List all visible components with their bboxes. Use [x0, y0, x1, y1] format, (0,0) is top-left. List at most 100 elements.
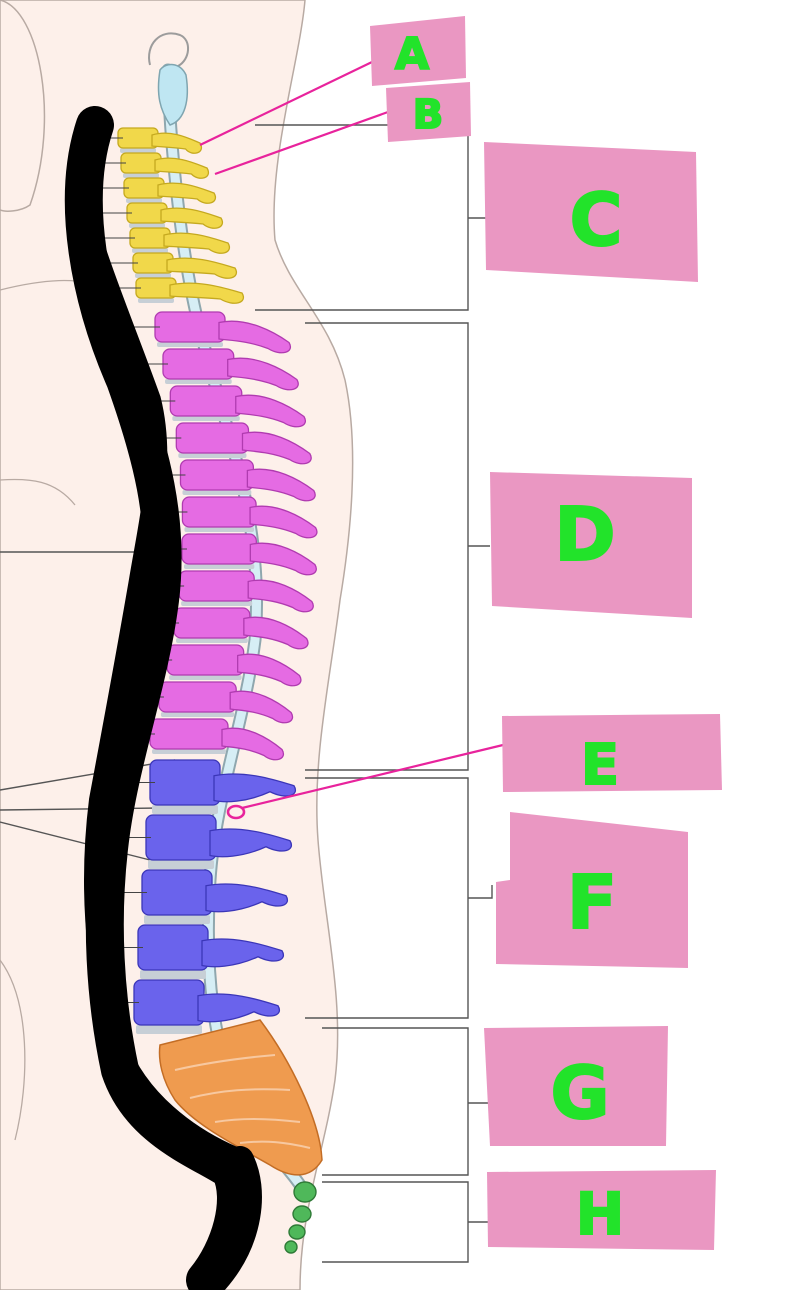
intervertebral-disc — [126, 198, 162, 203]
thoracic-spinous-process — [241, 431, 312, 465]
thoracic-vertebra-body — [149, 718, 229, 750]
label-box-d — [490, 472, 692, 618]
thoracic-spinous-process — [246, 468, 316, 502]
thoracic-vertebra-body — [166, 644, 245, 676]
arm-outline — [0, 478, 76, 506]
coccyx-segment — [284, 1240, 298, 1254]
lumbar-spinous-process — [209, 828, 292, 858]
vertebral-column — [117, 127, 318, 1034]
sacral-ridge — [174, 1054, 276, 1071]
coccyx-segment — [292, 1205, 312, 1223]
cervical-spinous-process — [157, 182, 217, 204]
sacral-ridge — [214, 1118, 301, 1123]
label-boxes — [370, 16, 722, 1250]
intervertebral-disc — [135, 273, 171, 278]
intervertebral-disc — [152, 749, 226, 754]
intervertebral-disc — [157, 342, 223, 347]
pointer-a — [199, 61, 373, 146]
thoracic-spinous-process — [249, 542, 317, 576]
lumbar-spinous-process — [205, 883, 288, 913]
thoracic-vertebra-body — [154, 311, 226, 343]
bracket-lumbar — [305, 777, 493, 1019]
intervertebral-disc — [144, 915, 210, 924]
thoracic-vertebra-body — [169, 385, 243, 417]
label-e: E — [581, 733, 619, 798]
intervertebral-disc — [164, 379, 232, 384]
lumbar-vertebra-body — [149, 759, 221, 806]
pointer-e — [241, 743, 504, 810]
redaction-scribble — [201, 1146, 262, 1290]
label-b: B — [413, 92, 444, 138]
lumbar-vertebra-body — [141, 869, 213, 916]
label-g: G — [550, 1051, 609, 1135]
intervertebral-disc — [182, 490, 252, 495]
intervertebral-disc — [123, 173, 159, 178]
coccyx-segment — [293, 1181, 317, 1203]
intervertebral-disc — [181, 601, 253, 606]
thoracic-vertebra-body — [162, 348, 235, 380]
pointer-lines — [199, 61, 504, 820]
lumbar-vertebra-body — [145, 814, 217, 861]
sacrum — [158, 1019, 323, 1176]
label-box-c — [484, 142, 698, 282]
cervical-spinous-process — [160, 207, 224, 229]
intervertebral-disc — [184, 527, 255, 532]
coccyx — [284, 1181, 317, 1254]
sacral-ridge — [189, 1088, 291, 1099]
intervertebral-disc — [148, 860, 214, 869]
bracket-thoracic — [305, 322, 490, 771]
thoracic-vertebra-body — [173, 607, 251, 639]
lumbar-spinous-process — [213, 773, 296, 803]
intervertebral-disc — [183, 564, 255, 569]
thoracic-vertebra-body — [179, 459, 255, 491]
label-f: F — [567, 860, 618, 946]
label-d: D — [554, 492, 615, 578]
pointer-b — [214, 110, 389, 176]
intervertebral-disc — [169, 675, 242, 680]
lumbar-vertebra-body — [133, 979, 205, 1026]
bracket-coccygeal — [322, 1181, 490, 1263]
intervertebral-disc — [152, 805, 218, 814]
bracket-sacral — [322, 1027, 490, 1176]
coccyx-segment — [288, 1224, 306, 1240]
intervertebral-disc — [140, 970, 206, 979]
intervertebral-disc — [178, 453, 247, 458]
label-box-e — [502, 714, 722, 792]
intervertebral-disc — [160, 712, 235, 717]
cervical-spinous-process — [169, 282, 244, 304]
brainstem — [157, 63, 189, 126]
sacral-ridge — [239, 1140, 311, 1149]
intervertebral-disc — [136, 1025, 202, 1034]
label-box-h — [487, 1170, 716, 1250]
thoracic-spinous-process — [235, 394, 306, 428]
label-h: H — [576, 1180, 625, 1248]
thoracic-vertebra-body — [175, 422, 250, 454]
redaction-scribble — [64, 106, 255, 1290]
hip-outline — [0, 959, 26, 1141]
pointer-e-circle — [226, 804, 246, 820]
intervertebral-disc — [129, 223, 165, 228]
label-box-a — [370, 16, 466, 86]
lumbar-vertebra-body — [137, 924, 209, 971]
lumbar-spinous-process — [201, 938, 284, 968]
intervertebral-disc — [138, 298, 174, 303]
thoracic-vertebra-body — [158, 681, 237, 713]
head-outline — [0, 0, 46, 212]
cervical-spinous-process — [163, 232, 231, 254]
intervertebral-disc — [120, 148, 156, 153]
thoracic-vertebra-body — [181, 496, 257, 528]
intervertebral-disc — [132, 248, 168, 253]
label-box-f — [496, 812, 688, 968]
thoracic-vertebra-body — [181, 533, 257, 565]
thoracic-vertebra-body — [178, 570, 255, 602]
label-a: A — [395, 29, 429, 80]
thoracic-spinous-process — [221, 727, 285, 761]
thoracic-spinous-process — [218, 320, 292, 354]
cervical-spinous-process — [151, 132, 203, 154]
cervical-spinous-process — [166, 257, 238, 279]
sacral-ridges — [174, 1054, 311, 1149]
thoracic-spinous-process — [237, 653, 302, 687]
thoracic-spinous-process — [247, 579, 314, 613]
thoracic-spinous-process — [249, 505, 318, 539]
